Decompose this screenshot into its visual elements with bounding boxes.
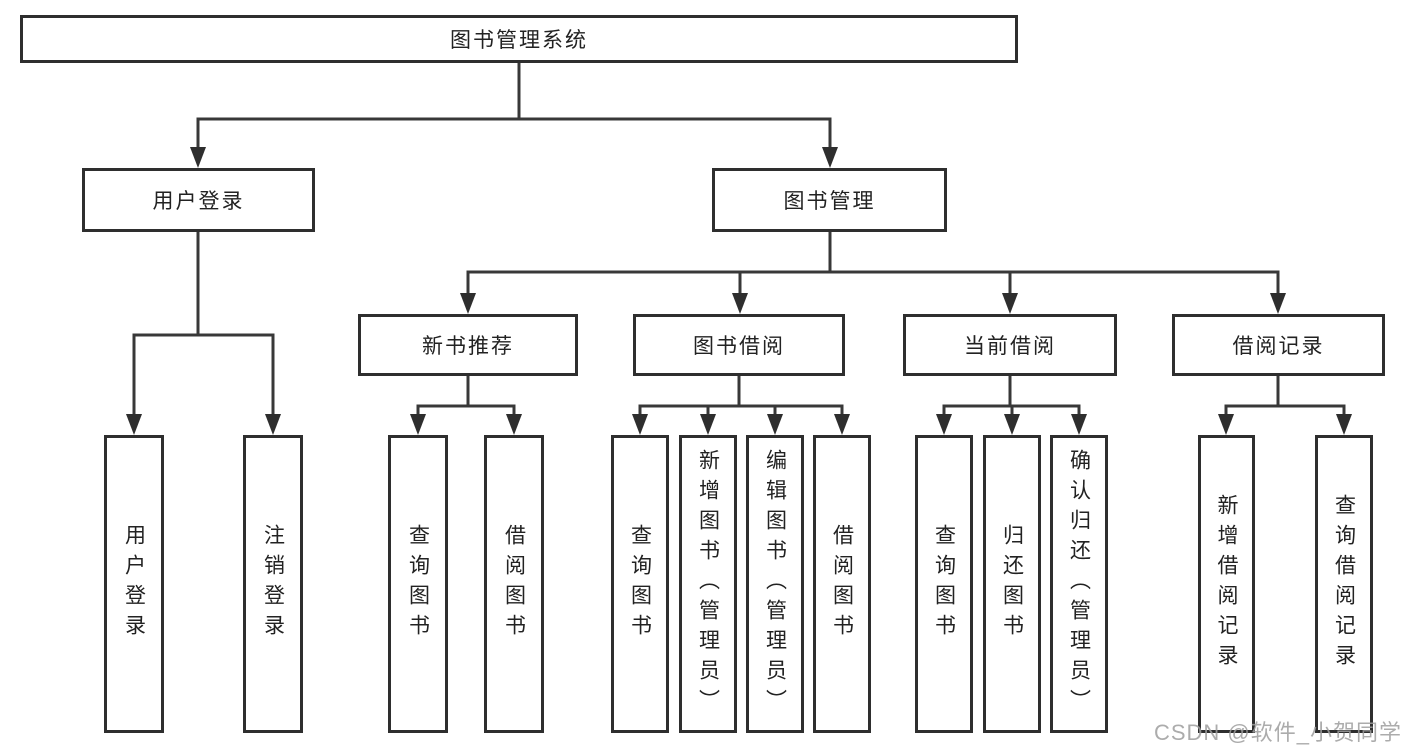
node-label: 图书管理系统 [450,29,588,52]
leaf-query-books-current: 查询图书 [915,435,973,733]
leaf-label: 用户登录 [122,524,146,644]
leaf-label: 借阅图书 [830,524,854,644]
node-label: 新书推荐 [422,335,514,358]
arrowhead-icons [126,147,1352,435]
leaf-label: 新增借阅记录 [1215,494,1238,674]
node-label: 用户登录 [152,190,245,213]
leaf-label: 新增图书（管理员） [696,449,720,719]
leaf-label: 查询图书 [932,524,956,644]
leaf-label: 编辑图书（管理员） [763,449,787,719]
leaf-borrow-books-recommend: 借阅图书 [484,435,544,733]
leaf-edit-book-admin: 编辑图书（管理员） [746,435,804,733]
leaf-label: 查询借阅记录 [1332,494,1356,674]
leaf-query-borrow-record: 查询借阅记录 [1315,435,1373,733]
leaf-return-book: 归还图书 [983,435,1041,733]
node-label: 图书借阅 [693,335,785,358]
node-label: 借阅记录 [1232,335,1325,358]
node-label: 当前借阅 [964,335,1056,358]
node-book-management: 图书管理 [712,168,947,232]
leaf-label: 确认归还（管理员） [1067,449,1091,719]
leaf-label: 查询图书 [628,524,652,644]
leaf-label: 归还图书 [1000,524,1024,644]
node-label: 图书管理 [783,190,876,213]
leaf-query-books-borrow: 查询图书 [611,435,669,733]
watermark: CSDN @软件_小贺同学 [1153,720,1402,745]
leaf-confirm-return-admin: 确认归还（管理员） [1050,435,1108,733]
leaf-label: 注销登录 [261,524,285,644]
leaf-label: 借阅图书 [502,524,526,644]
leaf-borrow-books: 借阅图书 [813,435,871,733]
leaf-add-borrow-record: 新增借阅记录 [1198,435,1255,733]
node-new-book-recommend: 新书推荐 [358,314,578,376]
leaf-query-books-recommend: 查询图书 [388,435,448,733]
node-book-management-system: 图书管理系统 [20,15,1018,63]
node-book-borrowing: 图书借阅 [633,314,845,376]
node-borrowing-records: 借阅记录 [1172,314,1385,376]
leaf-add-book-admin: 新增图书（管理员） [679,435,737,733]
leaf-logout: 注销登录 [243,435,303,733]
node-current-borrowing: 当前借阅 [903,314,1117,376]
leaf-user-login: 用户登录 [104,435,164,733]
leaf-label: 查询图书 [406,524,430,644]
node-user-login: 用户登录 [82,168,315,232]
